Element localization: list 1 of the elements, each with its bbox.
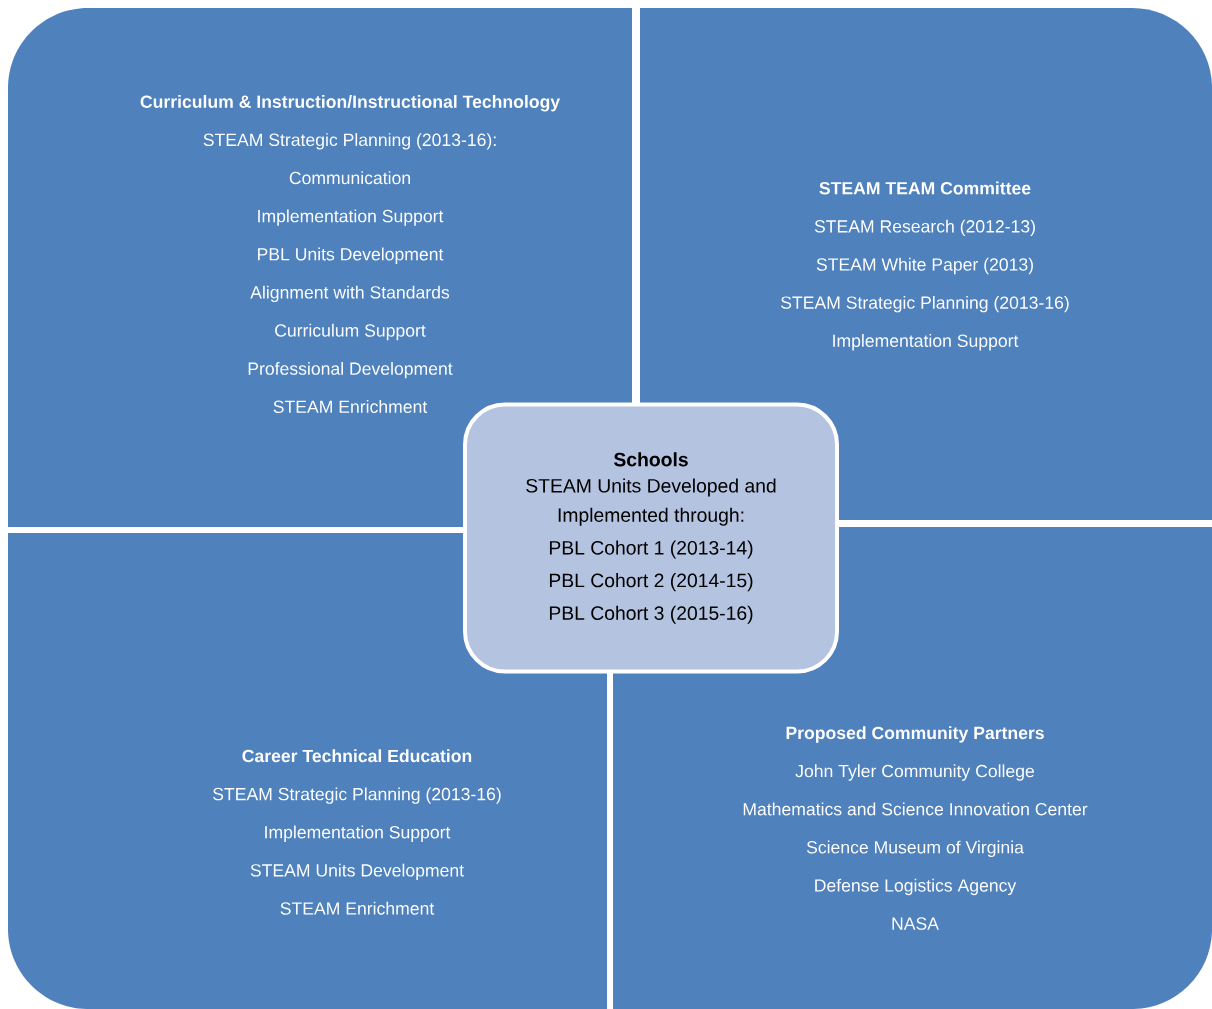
center-box: Schools STEAM Units Developed and Implemented through: PBL Cohort 1 (2013-14) PBL Cohort 2 (2014-15) PBL Cohort 3 (2015-16): [463, 402, 839, 674]
